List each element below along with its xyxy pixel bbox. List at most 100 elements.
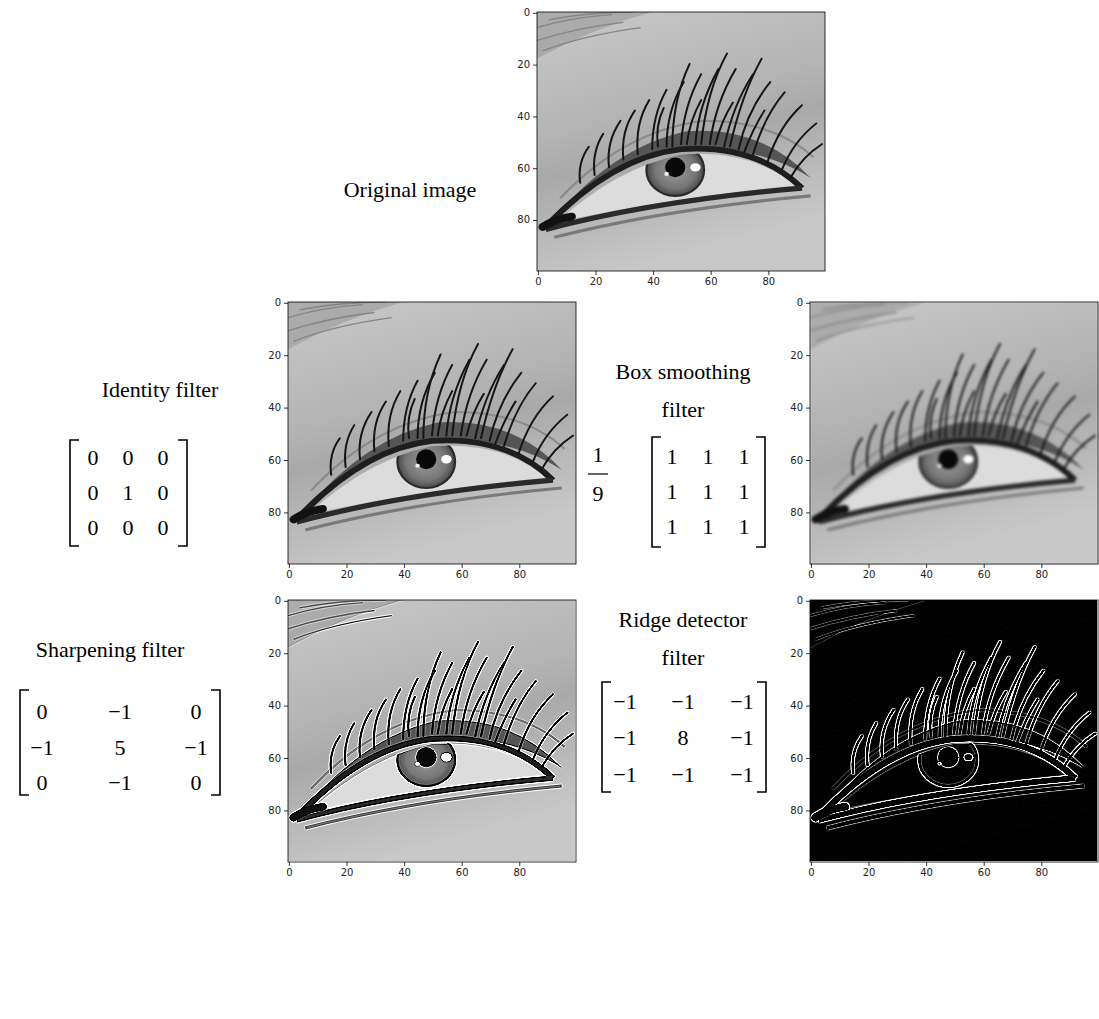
- axis-tick-label: 0: [286, 868, 292, 878]
- axis-tick-label: 40: [920, 868, 933, 878]
- axis-tick-label: 20: [790, 351, 803, 361]
- image-panel: [288, 302, 576, 564]
- matrix-entry: −1: [613, 764, 636, 786]
- filter-name: Box smoothing filter: [598, 353, 768, 429]
- matrix-entry: −1: [671, 691, 694, 713]
- matrix-entry: −1: [613, 691, 636, 713]
- axis-tick-label: 20: [268, 649, 281, 659]
- matrix-entry: 0: [37, 701, 48, 723]
- matrix-entry: 1: [703, 481, 714, 503]
- fraction-bar: [588, 473, 608, 474]
- matrix-entry: 1: [667, 481, 678, 503]
- axis-tick-label: 20: [268, 351, 281, 361]
- axis-tick-label: 20: [863, 868, 876, 878]
- axis-tick-label: 40: [398, 570, 411, 580]
- matrix-entry: 5: [115, 737, 126, 759]
- axis-tick-label: 20: [790, 649, 803, 659]
- filter-name: Sharpening filter: [36, 639, 184, 661]
- matrix-entry: 0: [123, 517, 134, 539]
- axis-ticks: [284, 303, 520, 568]
- image-panel: [810, 600, 1098, 862]
- axis-tick-label: 60: [268, 754, 281, 764]
- matrix-entry: 8: [678, 727, 689, 749]
- axis-tick-label: 20: [341, 570, 354, 580]
- matrix-entry: −1: [730, 727, 753, 749]
- axis-tick-label: 40: [920, 570, 933, 580]
- matrix-entry: −1: [671, 764, 694, 786]
- axis-tick-label: 40: [268, 403, 281, 413]
- axis-tick-label: 20: [863, 570, 876, 580]
- axis-tick-label: 80: [1035, 868, 1048, 878]
- matrix-entry: 0: [88, 517, 99, 539]
- matrix-entry: 1: [739, 446, 750, 468]
- axis-tick-label: 0: [808, 868, 814, 878]
- axis-ticks: [806, 601, 1042, 866]
- axis-tick-label: 0: [275, 298, 281, 308]
- axis-tick-label: 40: [647, 277, 660, 287]
- axis-tick-label: 40: [268, 701, 281, 711]
- axis-tick-label: 0: [275, 596, 281, 606]
- axis-tick-label: 40: [790, 403, 803, 413]
- matrix-entry: 0: [88, 482, 99, 504]
- matrix-entry: −1: [613, 727, 636, 749]
- filter-name: Ridge detector filter: [598, 601, 768, 677]
- matrix-entry: 0: [158, 482, 169, 504]
- axis-ticks: [533, 13, 769, 275]
- axis-tick-label: 40: [398, 868, 411, 878]
- axis-tick-label: 80: [790, 508, 803, 518]
- axis-tick-label: 80: [513, 570, 526, 580]
- matrix-entry: 1: [667, 446, 678, 468]
- matrix-entry: 0: [158, 447, 169, 469]
- axis-tick-label: 0: [524, 8, 530, 18]
- axis-tick-label: 60: [517, 164, 530, 174]
- axis-tick-label: 60: [456, 868, 469, 878]
- axis-tick-label: 80: [513, 868, 526, 878]
- axis-tick-label: 80: [790, 806, 803, 816]
- fraction-numerator: 1: [593, 444, 604, 466]
- axis-tick-label: 0: [797, 298, 803, 308]
- axis-tick-label: 0: [797, 596, 803, 606]
- axis-tick-label: 60: [456, 570, 469, 580]
- matrix-entry: −1: [730, 764, 753, 786]
- axis-tick-label: 20: [341, 868, 354, 878]
- axis-tick-label: 60: [978, 570, 991, 580]
- matrix-entry: 0: [37, 772, 48, 794]
- axis-tick-label: 60: [790, 456, 803, 466]
- matrix-entry: −1: [108, 701, 131, 723]
- matrix-entry: −1: [730, 691, 753, 713]
- image-panel: [810, 302, 1098, 564]
- axis-tick-label: 0: [535, 277, 541, 287]
- panel-title: Original image: [344, 179, 477, 201]
- matrix-entry: 0: [88, 447, 99, 469]
- axis-tick-label: 60: [978, 868, 991, 878]
- axis-tick-label: 20: [590, 277, 603, 287]
- matrix-entry: 1: [739, 516, 750, 538]
- matrix-entry: 0: [123, 447, 134, 469]
- matrix-entry: 0: [191, 772, 202, 794]
- axis-tick-label: 80: [1035, 570, 1048, 580]
- axis-tick-label: 60: [790, 754, 803, 764]
- filter-name: Identity filter: [102, 379, 219, 401]
- axis-tick-label: 60: [268, 456, 281, 466]
- fraction-denominator: 9: [593, 483, 604, 505]
- matrix-entry: 0: [158, 517, 169, 539]
- matrix-entry: 0: [191, 701, 202, 723]
- matrix-entry: 1: [739, 481, 750, 503]
- axis-tick-label: 0: [808, 570, 814, 580]
- matrix-entry: 1: [123, 482, 134, 504]
- matrix-entry: 1: [703, 516, 714, 538]
- image-panel: [288, 600, 576, 862]
- axis-ticks: [806, 303, 1042, 568]
- matrix-entry: −1: [108, 772, 131, 794]
- axis-tick-label: 60: [705, 277, 718, 287]
- axis-tick-label: 40: [790, 701, 803, 711]
- matrix-entry: 1: [667, 516, 678, 538]
- axis-tick-label: 0: [286, 570, 292, 580]
- axis-tick-label: 80: [762, 277, 775, 287]
- axis-tick-label: 80: [517, 215, 530, 225]
- matrix-entry: −1: [30, 737, 53, 759]
- axis-ticks: [284, 601, 520, 866]
- matrix-entry: −1: [184, 737, 207, 759]
- axis-tick-label: 20: [517, 60, 530, 70]
